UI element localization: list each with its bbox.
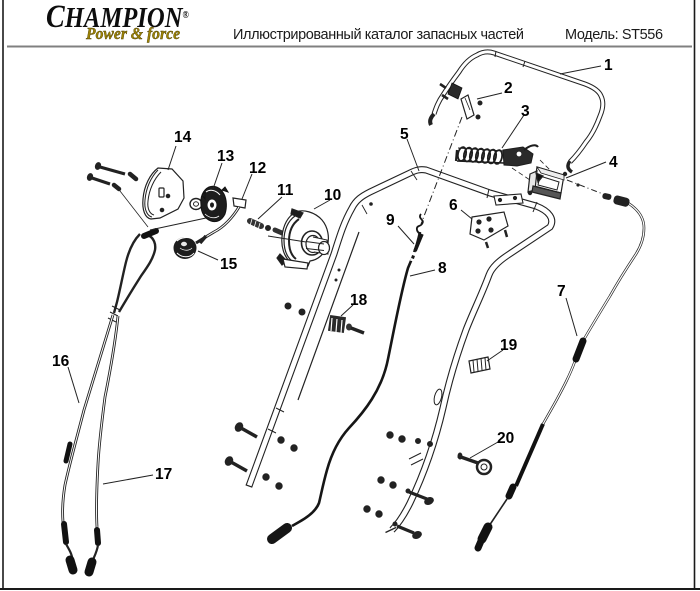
svg-text:10: 10	[324, 187, 341, 204]
svg-text:11: 11	[277, 182, 294, 199]
svg-text:20: 20	[497, 430, 514, 447]
svg-text:16: 16	[52, 353, 70, 370]
svg-text:4: 4	[609, 154, 618, 171]
svg-text:15: 15	[220, 256, 238, 273]
svg-text:6: 6	[449, 197, 458, 214]
svg-text:14: 14	[174, 129, 192, 146]
svg-text:9: 9	[386, 212, 395, 229]
svg-text:18: 18	[350, 292, 368, 309]
svg-text:19: 19	[500, 337, 518, 354]
svg-text:2: 2	[504, 80, 513, 97]
svg-text:8: 8	[438, 260, 447, 277]
svg-text:17: 17	[155, 466, 172, 483]
svg-text:7: 7	[557, 283, 566, 300]
svg-text:13: 13	[217, 148, 235, 165]
svg-text:12: 12	[249, 160, 266, 177]
svg-text:1: 1	[604, 57, 613, 74]
svg-text:3: 3	[521, 103, 530, 120]
svg-text:5: 5	[400, 126, 409, 143]
